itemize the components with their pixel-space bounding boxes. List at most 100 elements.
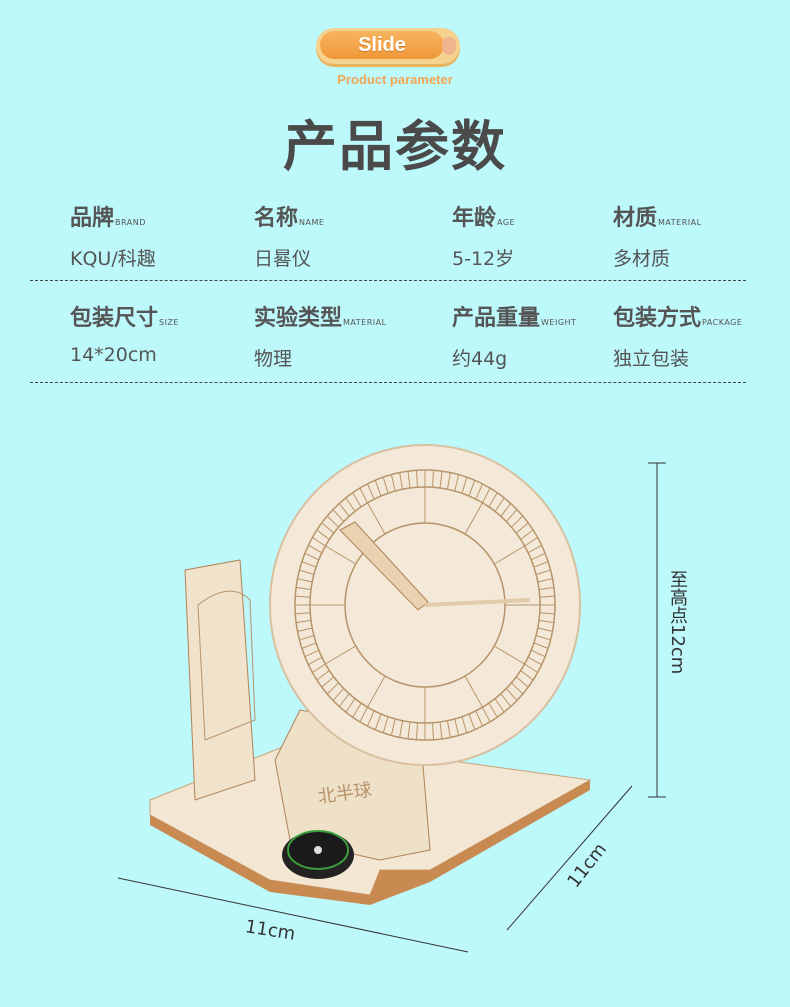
dial-tick <box>482 706 491 723</box>
param-label: 产品重量WEIGHT <box>452 306 577 331</box>
dial-tick <box>301 642 317 649</box>
dial-tick <box>446 720 451 738</box>
subtitle: Product parameter <box>337 72 453 87</box>
dial-tick <box>505 509 518 522</box>
dial-tick <box>367 710 375 727</box>
dial-tick <box>500 693 512 707</box>
dial-tick <box>297 578 313 583</box>
dial-tick <box>390 474 396 492</box>
dial-tick <box>399 472 404 490</box>
param-label: 材质MATERIAL <box>613 206 702 231</box>
param-label: 实验类型MATERIAL <box>254 306 387 331</box>
dial-tick <box>321 522 335 534</box>
dial-tick <box>524 663 538 673</box>
dial-tick <box>345 698 356 713</box>
dial-tick <box>535 635 551 641</box>
dial-tick <box>533 561 549 568</box>
param-value: 多材质 <box>613 248 671 270</box>
badge-knob <box>442 37 456 55</box>
param-label: 名称NAME <box>254 206 325 231</box>
dial-tick <box>367 483 375 500</box>
dial-tick <box>439 721 443 739</box>
dial-tick <box>538 619 554 624</box>
dial-tick <box>446 472 451 490</box>
badge-label: Slide <box>320 31 444 59</box>
dial-tick <box>432 722 435 740</box>
dial-divider <box>464 502 483 535</box>
dial-tick <box>308 544 323 554</box>
dial-tick <box>454 718 460 736</box>
dial-tick <box>297 627 313 632</box>
dial-tick <box>295 612 311 615</box>
dial-tick <box>332 509 345 522</box>
dial-divider <box>367 675 386 708</box>
page-title: 产品参数 <box>283 115 507 178</box>
dial-tick <box>304 649 319 658</box>
param-label: 年龄AGE <box>452 206 516 231</box>
dial-tick <box>520 670 534 681</box>
dial-tick <box>515 676 529 688</box>
dial-tick <box>531 552 546 561</box>
dial-tick <box>407 471 411 489</box>
param-value: 约44g <box>452 348 508 370</box>
param-value: 5-12岁 <box>452 248 515 270</box>
dial-divider <box>367 502 386 535</box>
dial-tick <box>374 713 382 730</box>
dial-tick <box>308 656 323 666</box>
dial-tick <box>538 586 554 591</box>
dial-tick <box>299 569 315 575</box>
dial-divider <box>494 545 525 565</box>
dial-tick <box>488 492 498 508</box>
dial-tick <box>461 716 468 733</box>
dial-tick <box>312 537 326 547</box>
dial-tick <box>321 676 335 688</box>
height-dimension: 至高点12cm <box>667 570 688 675</box>
dial-tick <box>374 480 382 497</box>
dial-tick <box>524 537 538 547</box>
dial-tick <box>468 480 476 497</box>
dial-tick <box>527 656 542 666</box>
dial-tick <box>527 544 542 554</box>
dial-tick <box>304 552 319 561</box>
dial-tick <box>468 713 476 730</box>
dial-tick <box>338 503 350 517</box>
dial-tick <box>531 649 546 658</box>
dial-tick <box>326 682 339 695</box>
dial-tick <box>352 492 362 508</box>
dial-tick <box>432 470 435 488</box>
dial-tick <box>295 595 311 598</box>
param-value: 14*20cm <box>70 344 157 366</box>
param-value: KQU/科趣 <box>70 248 156 270</box>
dial-divider <box>325 645 356 665</box>
param-value: 独立包装 <box>613 348 690 370</box>
dial-tick <box>511 682 524 695</box>
divider <box>30 382 746 383</box>
divider <box>30 280 746 281</box>
dial-tick <box>316 670 330 681</box>
slide-badge: Slide <box>316 28 460 64</box>
dial-tick <box>539 595 555 598</box>
dial-tick <box>488 702 498 718</box>
dial-tick <box>461 477 468 494</box>
dial-tick <box>338 693 350 707</box>
dial-tick <box>296 619 312 624</box>
dial-tick <box>332 688 345 701</box>
dial-tick <box>359 487 368 504</box>
dial-divider <box>494 645 525 665</box>
dial-tick <box>382 716 389 733</box>
param-value: 日晷仪 <box>254 248 312 270</box>
dial-tick <box>312 663 326 673</box>
dial-tick <box>382 477 389 494</box>
param-label: 包装方式PACKAGE <box>613 306 743 331</box>
dial-tick <box>475 483 483 500</box>
dial-tick <box>454 474 460 492</box>
dial-tick <box>352 702 362 718</box>
dial-tick <box>296 586 312 591</box>
dial-tick <box>535 569 551 575</box>
dial-tick <box>415 470 418 488</box>
dial-tick <box>439 471 443 489</box>
dial-tick <box>399 720 404 738</box>
dial-tick <box>500 503 512 517</box>
param-label: 包装尺寸SIZE <box>70 306 179 331</box>
